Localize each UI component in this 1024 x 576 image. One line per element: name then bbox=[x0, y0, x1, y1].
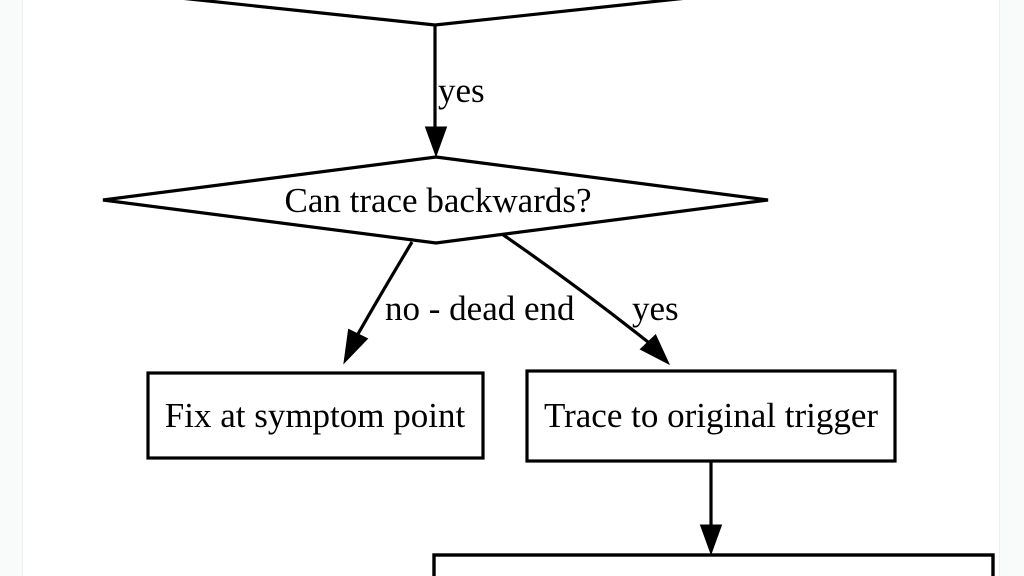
node-trace-to-original-trigger bbox=[525, 369, 897, 463]
edge-label-yes-right: yes bbox=[632, 289, 679, 328]
bottom-node-partial bbox=[432, 553, 995, 576]
edge-no-dead-end bbox=[356, 241, 414, 335]
decision-can-trace-backwards bbox=[102, 155, 769, 245]
decision-label: Can trace backwards? bbox=[284, 181, 591, 220]
edge-yes-top-arrowhead bbox=[424, 126, 448, 158]
edge-yes-right-arrowhead bbox=[639, 333, 671, 366]
right-page-margin bbox=[999, 0, 1024, 576]
edge-no-arrowhead bbox=[343, 328, 369, 365]
node-trace-label: Trace to original trigger bbox=[544, 396, 878, 435]
left-page-margin bbox=[0, 0, 23, 576]
edge-yes-right bbox=[501, 232, 649, 344]
node-fix-label: Fix at symptom point bbox=[165, 396, 466, 435]
node-fix-at-symptom-point bbox=[146, 371, 485, 460]
top-decision-node-partial bbox=[183, 0, 684, 27]
edge-label-no-dead-end: no - dead end bbox=[385, 289, 575, 328]
edge-label-yes-top: yes bbox=[438, 71, 485, 110]
edge-trace-down-arrowhead bbox=[699, 524, 723, 556]
